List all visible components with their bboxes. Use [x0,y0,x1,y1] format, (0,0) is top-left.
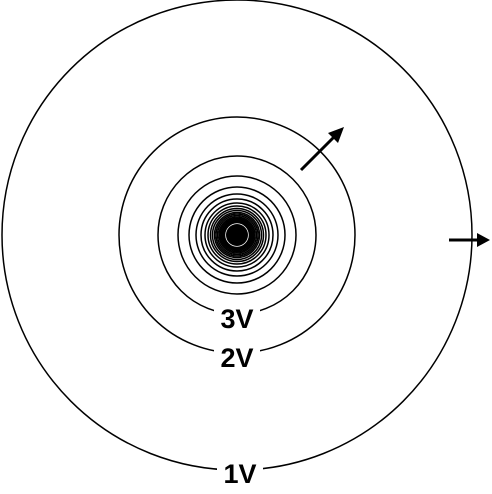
inner-equipotential-ring-9 [213,211,261,259]
inner-equipotential-ring-11 [216,214,258,256]
point-charge [226,224,248,246]
inner-equipotential-ring-12 [218,216,256,254]
field-arrow-horizontal [449,233,490,247]
inner-equipotential-ring-6 [207,205,267,265]
inner-equipotential-ring-5 [204,202,270,268]
label-gap-2v [214,340,260,372]
inner-equipotential-ring-2 [188,186,286,284]
inner-equipotential-ring-17 [223,221,251,249]
inner-equipotential-ring-13 [219,217,255,253]
inner-equipotential-ring-15 [221,219,253,251]
label-gap-3v [214,301,260,333]
label-gap-1v [217,457,263,489]
inner-equipotential-ring-1 [177,175,297,295]
inner-equipotential-ring-16 [222,220,252,250]
inner-equipotential-ring-4 [200,198,274,272]
inner-equipotential-ring-14 [220,218,254,252]
inner-equipotential-ring-10 [215,213,259,257]
inner-equipotential-rings [177,175,297,295]
inner-equipotential-ring-8 [211,209,263,261]
field-arrow-diagonal [299,127,344,172]
inner-equipotential-ring-3 [195,193,279,277]
label-3v: 3V [220,304,253,334]
inner-equipotential-ring-7 [209,207,265,263]
label-1v: 1V [223,459,256,489]
label-2v: 2V [220,343,253,373]
